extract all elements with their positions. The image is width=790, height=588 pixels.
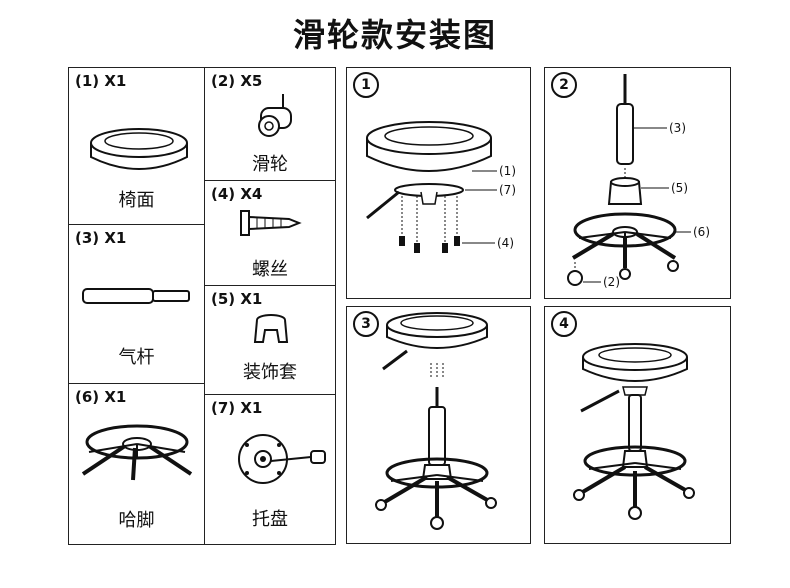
caster-icon [258, 94, 292, 137]
callout-label: (1) [499, 164, 516, 178]
callout-label: (4) [497, 236, 514, 250]
part-screw-cell: (4) X4 螺丝 [204, 180, 336, 286]
cover-icon [253, 314, 289, 343]
step-4-diagram [573, 343, 695, 520]
part-name: 滑轮 [252, 154, 288, 175]
step-2-diagram [567, 74, 691, 286]
step-4-cell: 4 [544, 306, 731, 544]
step-number: 2 [551, 72, 577, 98]
step-number: 3 [353, 311, 379, 337]
part-caster-cell: (2) X5 滑轮 [204, 67, 336, 181]
part-gaslift-cell: (3) X1 气杆 [68, 224, 205, 384]
callout-label: (3) [669, 121, 686, 135]
callout-label: (5) [671, 181, 688, 195]
part-base-cell: (6) X1 哈脚 [68, 383, 205, 545]
part-tray-cell: (7) X1 托盘 [204, 394, 336, 545]
part-seat-cell: (1) X1 椅面 [68, 67, 205, 225]
part-cover-cell: (5) X1 装饰套 [204, 285, 336, 395]
part-name: 椅面 [118, 190, 155, 211]
callout-label: (6) [693, 225, 710, 239]
screw-icon [240, 210, 302, 236]
part-name: 托盘 [252, 509, 288, 530]
callout-label: (7) [499, 183, 516, 197]
part-label: (1) X1 [75, 72, 127, 90]
step-3-diagram [375, 312, 497, 530]
part-label: (6) X1 [75, 388, 127, 406]
tray-icon [238, 434, 326, 484]
part-name: 装饰套 [243, 362, 297, 383]
step-2-cell: 2 (3) (5) (6) (2) [544, 67, 731, 299]
step-1-cell: 1 (1) (7) (4) [346, 67, 531, 299]
part-label: (5) X1 [211, 290, 263, 308]
part-label: (4) X4 [211, 185, 263, 203]
step-1-diagram [366, 121, 497, 253]
gas-lift-icon [82, 288, 190, 304]
part-name: 气杆 [118, 347, 155, 368]
part-label: (2) X5 [211, 72, 263, 90]
page-title: 滑轮款安装图 [292, 16, 497, 54]
step-number: 4 [551, 311, 577, 337]
part-name: 螺丝 [252, 259, 288, 280]
base-icon [81, 424, 193, 481]
callout-label: (2) [603, 275, 620, 289]
part-label: (7) X1 [211, 399, 263, 417]
seat-icon [90, 128, 188, 170]
step-number: 1 [353, 72, 379, 98]
part-label: (3) X1 [75, 229, 127, 247]
part-name: 哈脚 [118, 510, 155, 531]
step-3-cell: 3 [346, 306, 531, 544]
